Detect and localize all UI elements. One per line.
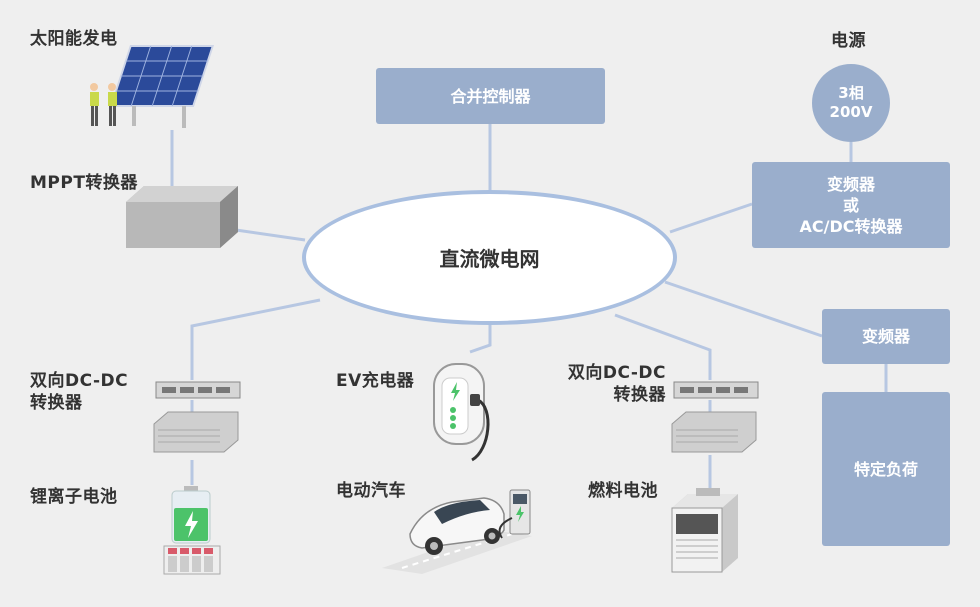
- left-dcdc-line-2: 转换器: [30, 393, 83, 413]
- fuel-cell-label: 燃料电池: [588, 481, 658, 501]
- right-dcdc-line-2: 转换器: [613, 385, 666, 405]
- right-dcdc-line-1: 双向DC-DC: [567, 363, 666, 383]
- right-dcdc-converter-icon: [671, 381, 759, 453]
- converter-line-1: 变频器: [826, 174, 875, 194]
- special-load-box: 特定负荷: [822, 392, 950, 546]
- inverter-box: 变频器: [822, 309, 950, 364]
- solar-panel-icon: [90, 45, 215, 128]
- ev-charger-icon: [433, 363, 490, 462]
- mppt-converter-icon: [126, 186, 238, 248]
- dc-microgrid-hub: 直流微电网: [302, 190, 677, 325]
- lithium-battery-icon: [163, 486, 221, 575]
- link-mppt: [235, 228, 306, 242]
- hub-label: 直流微电网: [439, 247, 540, 271]
- link-converter: [669, 202, 753, 234]
- ev-charger-label: EV充电器: [336, 371, 415, 391]
- link-inverter: [664, 280, 823, 338]
- link-right-dcdc: [614, 313, 712, 380]
- link-ev-charger: [469, 325, 492, 354]
- combined-controller-box: 合并控制器: [376, 68, 605, 124]
- power-voltage: 200V: [829, 103, 873, 121]
- converter-line-3: AC/DC转换器: [799, 216, 903, 236]
- fuel-cell-icon: [671, 488, 738, 573]
- right-dcdc-label: 双向DC-DC 转换器: [566, 362, 666, 406]
- inverter-or-acdc-box: 变频器 或 AC/DC转换器: [752, 162, 950, 248]
- mppt-label: MPPT转换器: [30, 173, 138, 193]
- link-left-dcdc: [190, 298, 321, 380]
- lithium-battery-label: 锂离子电池: [30, 487, 118, 507]
- left-dcdc-line-1: 双向DC-DC: [30, 371, 129, 391]
- left-dcdc-converter-icon: [153, 381, 241, 453]
- electric-vehicle-label: 电动汽车: [336, 481, 406, 501]
- power-phase: 3相: [838, 84, 864, 102]
- power-source-label: 电源: [831, 31, 866, 51]
- left-dcdc-label: 双向DC-DC 转换器: [30, 370, 128, 414]
- electric-vehicle-icon: [382, 489, 532, 574]
- converter-line-2: 或: [842, 195, 859, 215]
- power-source-circle: 3相 200V: [812, 64, 890, 142]
- solar-label: 太阳能发电: [30, 29, 118, 49]
